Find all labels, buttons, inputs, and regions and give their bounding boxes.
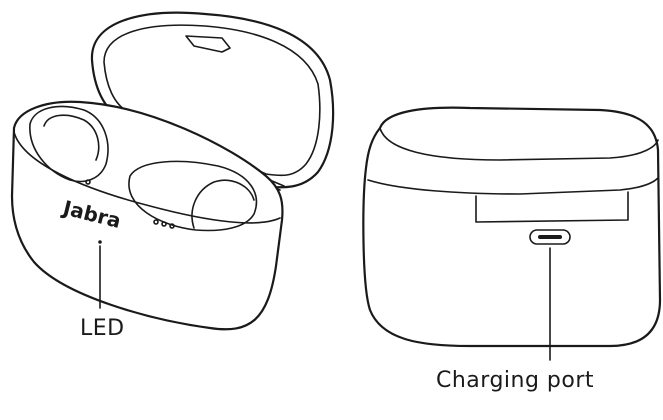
led-label: LED [80,316,125,341]
led-indicator [98,240,102,244]
charging-port-label: Charging port [436,368,594,393]
closed-case-body [363,108,660,346]
open-case: Jabra [12,13,333,330]
charging-port-inner [538,235,562,239]
closed-case [363,108,660,360]
